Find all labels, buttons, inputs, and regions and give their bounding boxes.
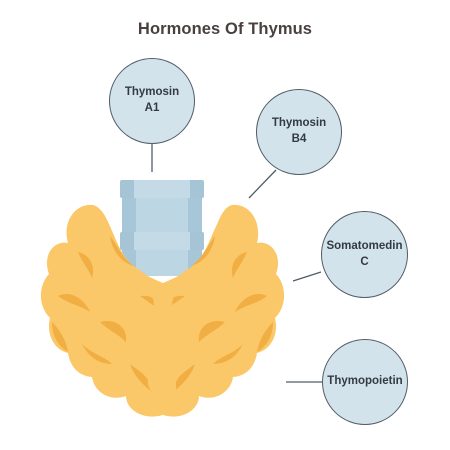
leader-lines — [151, 144, 322, 383]
thymus-right-lobe — [147, 204, 285, 417]
hormone-label: Thymosin A1 — [124, 86, 180, 114]
hormone-bubble-thymosin-a1: Thymosin A1 — [109, 58, 195, 144]
hormone-bubble-somatomedin-c: Somatomedin C — [321, 211, 408, 298]
diagram-title: Hormones Of Thymus — [137, 20, 313, 38]
trachea — [120, 180, 204, 276]
thymus-left-lobe — [40, 204, 179, 417]
hormone-label: Somatomedin C — [326, 239, 403, 268]
hormone-bubble-thymopoietin: Thymopoietin — [322, 339, 408, 425]
hormone-label: Thymosin B4 — [271, 117, 327, 145]
hormone-label: Thymopoietin — [327, 375, 403, 388]
thymus-isthmus — [150, 284, 176, 396]
hormone-bubble-thymosin-b4: Thymosin B4 — [256, 89, 342, 175]
